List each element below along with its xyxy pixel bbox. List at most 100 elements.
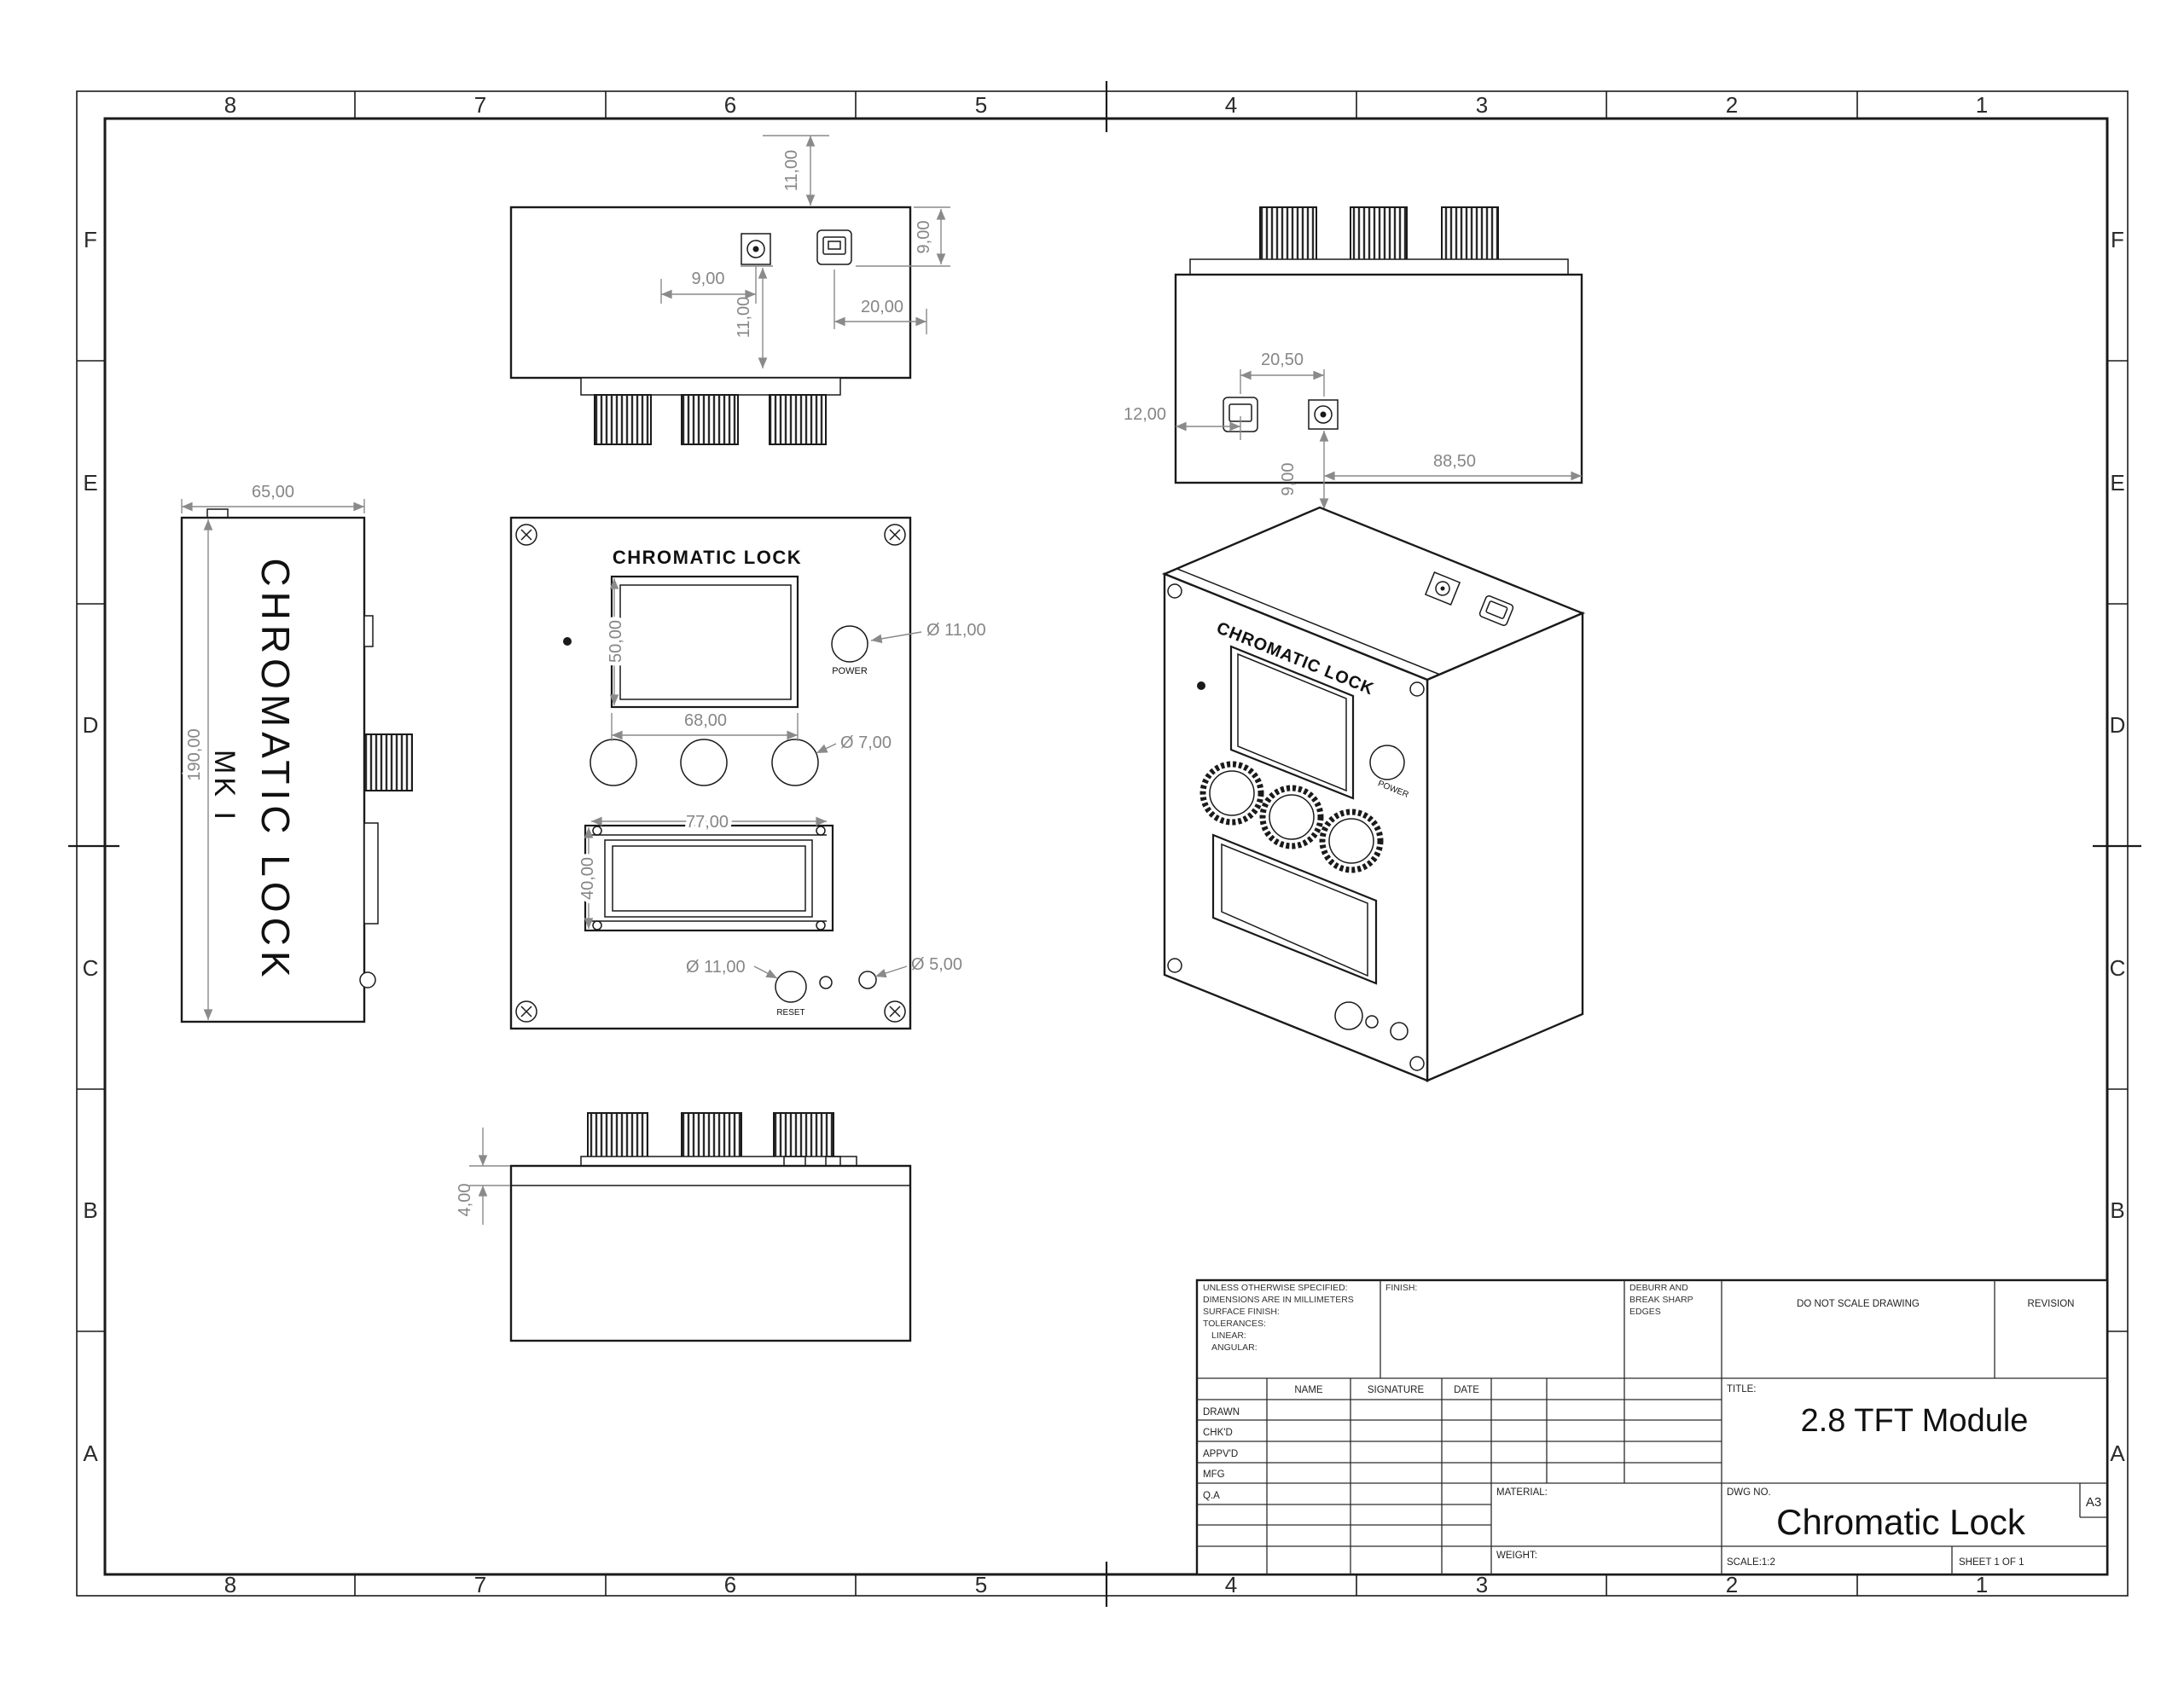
tft-screen bbox=[619, 584, 792, 700]
knob bbox=[1441, 206, 1499, 262]
iso-right-face bbox=[1426, 612, 1584, 1082]
side-hole bbox=[359, 971, 376, 988]
iso-power-button bbox=[1369, 745, 1405, 780]
dimension-connector-spacing: 20,50 bbox=[1240, 351, 1325, 397]
grid-row-label: E bbox=[83, 470, 97, 496]
row-label: APPV'D bbox=[1203, 1449, 1238, 1459]
knob bbox=[1259, 206, 1317, 262]
tolerance-note-line: ANGULAR: bbox=[1211, 1342, 1258, 1353]
knob bbox=[681, 394, 739, 445]
iso-screen-bezel bbox=[1229, 645, 1355, 800]
iso-knobs bbox=[1199, 761, 1384, 873]
grid-row-label: C bbox=[2110, 955, 2126, 981]
top-tab bbox=[206, 508, 229, 519]
knob bbox=[773, 1112, 834, 1158]
grid-col-label: 8 bbox=[224, 92, 236, 118]
dimension-label: Ø 5,00 bbox=[911, 955, 962, 974]
side-knob bbox=[363, 733, 413, 791]
knob bbox=[594, 394, 652, 445]
dimension-power-diameter: Ø 11,00 bbox=[870, 621, 986, 644]
centering-marks bbox=[68, 81, 2141, 1607]
dimension-window-height: 40,00 bbox=[575, 827, 601, 929]
sheet-label: SHEET 1 OF 1 bbox=[1959, 1557, 2024, 1568]
grid-col-label: 6 bbox=[724, 1572, 736, 1597]
grid-col-label: 4 bbox=[1225, 1572, 1237, 1597]
grid-labels: 8 7 6 5 4 3 2 1 8 7 6 5 4 3 2 1 F E D C … bbox=[83, 92, 2126, 1597]
tolerance-note: UNLESS OTHERWISE SPECIFIED: DIMENSIONS A… bbox=[1203, 1283, 1354, 1353]
dimension-label: 50,00 bbox=[607, 620, 625, 663]
title-label: TITLE: bbox=[1727, 1384, 1757, 1394]
top-lip bbox=[1189, 258, 1569, 275]
dimension-label: 12,00 bbox=[1124, 405, 1166, 424]
weight-label: WEIGHT: bbox=[1496, 1551, 1537, 1561]
drawing-number: Chromatic Lock bbox=[1776, 1502, 2026, 1542]
small-hole bbox=[819, 976, 833, 989]
power-button-label: POWER bbox=[832, 666, 868, 676]
dc-jack bbox=[1308, 399, 1339, 430]
deburr-note-line: BREAK SHARP bbox=[1629, 1295, 1693, 1305]
dimension-label: 68,00 bbox=[684, 711, 727, 730]
power-button bbox=[831, 625, 868, 663]
dimension-label: 65,00 bbox=[252, 483, 294, 501]
dimension-label: 88,50 bbox=[1433, 452, 1476, 471]
grid-col-label: 5 bbox=[975, 1572, 987, 1597]
deburr-note: DEBURR AND BREAK SHARP EDGES bbox=[1629, 1283, 1693, 1317]
dimension-label: Ø 11,00 bbox=[926, 621, 986, 640]
column-header-date: DATE bbox=[1454, 1385, 1479, 1395]
iso-screen bbox=[1237, 652, 1347, 792]
grid-row-label: F bbox=[2111, 227, 2124, 252]
outer-border bbox=[76, 90, 2129, 1597]
grid-row-label: C bbox=[83, 955, 99, 981]
row-label: CHK'D bbox=[1203, 1428, 1233, 1438]
enclosure-back-face bbox=[1174, 273, 1583, 484]
dimension-label: 77,00 bbox=[686, 813, 729, 832]
dimension-label: Ø 11,00 bbox=[686, 958, 746, 977]
dimension-usb-left: 12,00 bbox=[1124, 405, 1241, 440]
grid-col-label: 1 bbox=[1976, 1572, 1988, 1597]
tft-screen-bezel bbox=[610, 575, 799, 709]
isometric-view: CHROMATIC LOCK POWER bbox=[1161, 506, 1586, 1082]
grid-row-label: F bbox=[84, 227, 97, 252]
grid-col-label: 6 bbox=[724, 92, 736, 118]
grid-row-label: D bbox=[2110, 712, 2126, 738]
dc-jack bbox=[741, 233, 771, 265]
iso-display-window bbox=[1211, 833, 1378, 985]
grid-col-label: 2 bbox=[1726, 92, 1738, 118]
knob bbox=[1350, 206, 1408, 262]
column-header-name: NAME bbox=[1294, 1385, 1323, 1395]
tolerance-note-line: DIMENSIONS ARE IN MILLIMETERS bbox=[1203, 1295, 1354, 1305]
column-header-signature: SIGNATURE bbox=[1368, 1385, 1425, 1395]
paper-size: A3 bbox=[2086, 1495, 2101, 1510]
tolerance-note-line: SURFACE FINISH: bbox=[1203, 1307, 1280, 1317]
iso-lip-seam bbox=[1176, 568, 1441, 675]
side-brand-text: CHROMATIC LOCK bbox=[253, 558, 298, 982]
corner-screws bbox=[515, 524, 906, 1023]
grid-row-label: E bbox=[2110, 470, 2124, 496]
tolerance-note-line: TOLERANCES: bbox=[1203, 1319, 1266, 1329]
display-window bbox=[584, 824, 834, 932]
reset-button-label: RESET bbox=[776, 1008, 804, 1017]
row-label: DRAWN bbox=[1203, 1407, 1240, 1417]
side-strip bbox=[363, 822, 379, 925]
knob bbox=[771, 739, 819, 786]
usb-connector bbox=[816, 229, 852, 265]
grid-col-label: 3 bbox=[1476, 92, 1488, 118]
revision-label: REVISION bbox=[2028, 1299, 2075, 1309]
iso-reset-button bbox=[1334, 1001, 1363, 1030]
grid-col-label: 1 bbox=[1976, 92, 1988, 118]
dimension-height: 190,00 bbox=[182, 519, 213, 1020]
dimension-reset-diameter: Ø 11,00 bbox=[686, 958, 778, 979]
scale-label: SCALE:1:2 bbox=[1727, 1557, 1775, 1568]
led-indicator bbox=[563, 637, 572, 646]
dimension-hole-diameter: Ø 5,00 bbox=[874, 955, 962, 978]
iso-mounting-hole bbox=[1390, 1022, 1409, 1041]
side-detail bbox=[363, 615, 374, 647]
grid-row-label: A bbox=[2110, 1441, 2125, 1466]
front-brand-text: CHROMATIC LOCK bbox=[613, 547, 802, 568]
dimension-label: 9,00 bbox=[1279, 463, 1298, 496]
iso-corner-screws bbox=[1167, 583, 1425, 1071]
dimension-jack-x: 9,00 bbox=[660, 266, 757, 304]
side-model-text: MK I bbox=[208, 750, 241, 823]
dimension-label: 20,00 bbox=[861, 298, 903, 316]
